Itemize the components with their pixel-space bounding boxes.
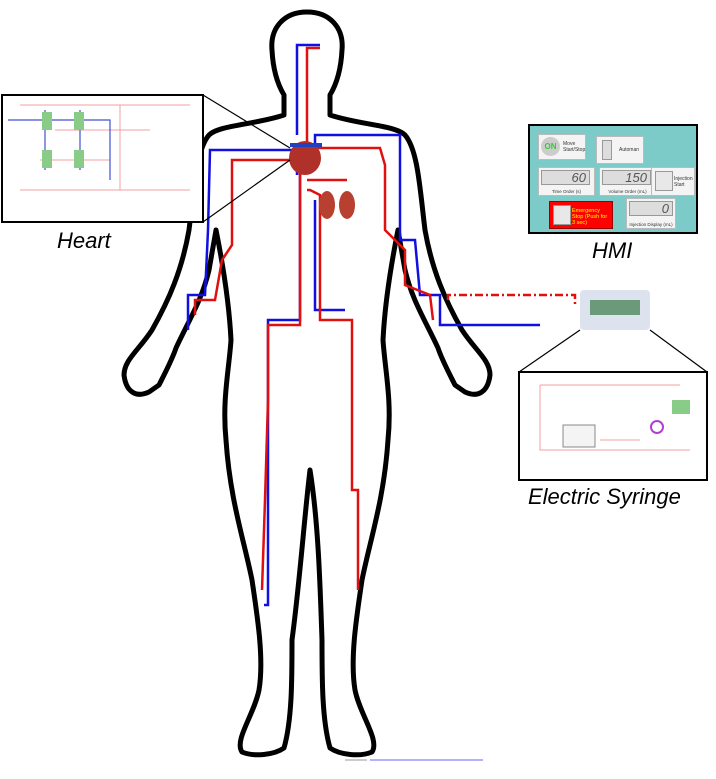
body-outline [121, 9, 493, 758]
move-label: Move Start/Stop [563, 141, 586, 153]
injection-start-label: Injection Start [674, 176, 693, 188]
move-start-stop-control[interactable]: ON Move Start/Stop [538, 134, 586, 160]
hmi-panel: ON Move Start/Stop Automan 60 Time Order… [528, 124, 698, 234]
volume-order-label: Volume Order (mL) [608, 189, 647, 194]
volume-order-value[interactable]: 150 [602, 170, 651, 185]
injection-display-value: 0 [629, 201, 673, 216]
syringe-label: Electric Syringe [528, 484, 681, 509]
volume-order-field[interactable]: 150 Volume Order (mL) [599, 167, 656, 196]
heart-label: Heart [57, 228, 111, 253]
heart-icon [289, 141, 322, 175]
syringe-inset [518, 371, 708, 481]
automan-label: Automan [619, 147, 640, 153]
emergency-stop-button[interactable]: Emergency Stop (Push for 3 sec) [549, 201, 613, 229]
on-button[interactable]: ON [541, 137, 560, 156]
injection-display-label: Injection Display (mL) [629, 222, 673, 227]
vein [186, 43, 540, 607]
automan-switch[interactable]: Automan [596, 136, 644, 164]
hmi-label: HMI [592, 238, 633, 263]
lungs-icon [319, 191, 355, 219]
artery [193, 46, 435, 591]
time-order-field[interactable]: 60 Time Order (s) [538, 167, 595, 196]
time-order-value[interactable]: 60 [541, 170, 590, 185]
injection-start-button[interactable]: Injection Start [651, 167, 695, 196]
heart-inset [1, 94, 204, 223]
injection-display: 0 Injection Display (mL) [626, 198, 676, 229]
syringe-device-icon [580, 290, 650, 330]
signal-line [446, 293, 577, 305]
time-order-label: Time Order (s) [551, 189, 582, 194]
emergency-label: Emergency Stop (Push for 3 sec) [572, 208, 608, 226]
